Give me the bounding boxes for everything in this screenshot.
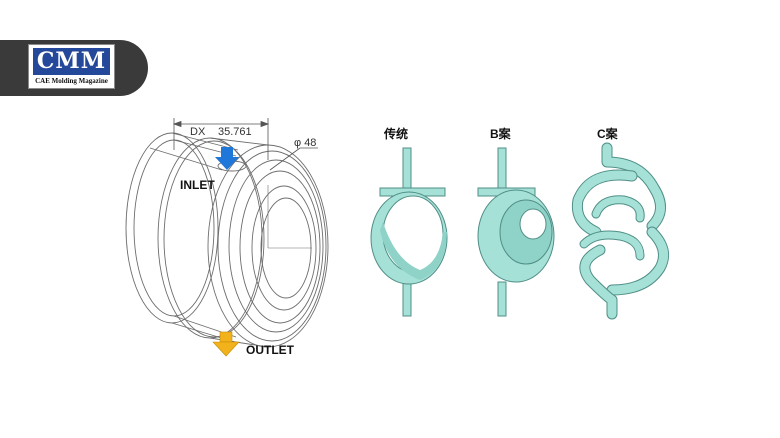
design-label-b: B案 [490, 126, 512, 141]
dx-label: DX [190, 126, 206, 138]
inlet-label: INLET [180, 178, 215, 192]
design-traditional-shape [370, 147, 448, 317]
dimension-lines [172, 118, 318, 171]
design-label-c: C案 [597, 126, 619, 141]
dx-value: 35.761 [218, 126, 252, 138]
design-c-shape [571, 142, 670, 320]
diameter-label: φ 48 [294, 137, 316, 149]
outlet-arrow-icon [212, 331, 240, 357]
design-b-shape [477, 147, 555, 317]
logo-subtitle: CAE Molding Magazine [35, 77, 108, 85]
design-label-traditional: 传统 [383, 126, 408, 141]
cylinder-drawing [125, 132, 329, 348]
logo-main-text: CMM [33, 48, 110, 75]
outlet-label: OUTLET [246, 343, 295, 357]
inlet-arrow-icon [215, 147, 239, 170]
cmm-logo: CMM CAE Molding Magazine [28, 44, 115, 89]
